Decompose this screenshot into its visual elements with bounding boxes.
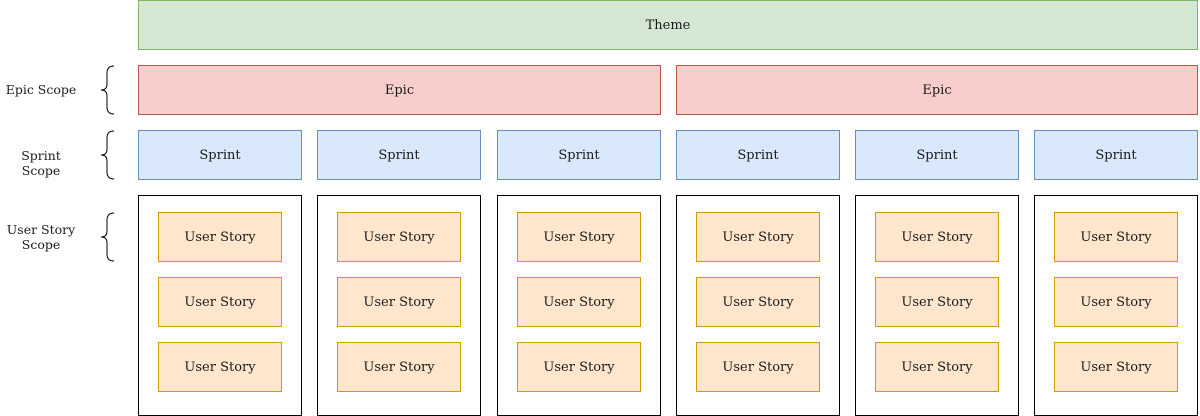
epic-scope-brace xyxy=(100,65,115,115)
user-story-box[interactable]: User Story xyxy=(517,277,641,327)
user-story-box[interactable]: User Story xyxy=(337,277,461,327)
sprint-scope-brace xyxy=(100,130,115,180)
user-story-box[interactable]: User Story xyxy=(875,342,999,392)
epic-label: Epic xyxy=(384,82,415,98)
sprint-box[interactable]: Sprint xyxy=(676,130,840,180)
user-story-label: User Story xyxy=(184,229,256,245)
user-story-label: User Story xyxy=(363,229,435,245)
user-story-box[interactable]: User Story xyxy=(1054,342,1178,392)
user-story-label: User Story xyxy=(543,229,615,245)
epic-scope-label: Epic Scope xyxy=(5,82,77,97)
user-story-label: User Story xyxy=(363,294,435,310)
user-story-box[interactable]: User Story xyxy=(696,277,820,327)
sprint-label: Sprint xyxy=(378,147,420,163)
user-story-label: User Story xyxy=(1080,294,1152,310)
theme-label: Theme xyxy=(645,17,691,33)
user-story-box[interactable]: User Story xyxy=(517,342,641,392)
user-story-label: User Story xyxy=(722,294,794,310)
user-story-label: User Story xyxy=(722,229,794,245)
sprint-label: Sprint xyxy=(1095,147,1137,163)
sprint-label: Sprint xyxy=(558,147,600,163)
sprint-box[interactable]: Sprint xyxy=(1034,130,1198,180)
epic-box[interactable]: Epic xyxy=(138,65,661,115)
user-story-box[interactable]: User Story xyxy=(696,342,820,392)
theme-box[interactable]: Theme xyxy=(138,0,1198,50)
user-story-label: User Story xyxy=(722,359,794,375)
user-story-label: User Story xyxy=(901,229,973,245)
sprint-label: Sprint xyxy=(737,147,779,163)
sprint-scope-label: Sprint Scope xyxy=(21,148,61,178)
user-story-label: User Story xyxy=(363,359,435,375)
epic-label: Epic xyxy=(922,82,952,98)
user-story-box[interactable]: User Story xyxy=(158,212,282,262)
user-story-box[interactable]: User Story xyxy=(337,212,461,262)
user-story-label: User Story xyxy=(543,359,615,375)
sprint-box[interactable]: Sprint xyxy=(138,130,302,180)
user-story-box[interactable]: User Story xyxy=(517,212,641,262)
user-story-box[interactable]: User Story xyxy=(337,342,461,392)
user-story-scope-label: User Story Scope xyxy=(6,222,76,252)
sprint-label: Sprint xyxy=(916,147,958,163)
user-story-box[interactable]: User Story xyxy=(1054,212,1178,262)
user-story-label: User Story xyxy=(543,294,615,310)
user-story-scope-brace xyxy=(100,212,115,262)
user-story-box[interactable]: User Story xyxy=(158,277,282,327)
user-story-box[interactable]: User Story xyxy=(875,277,999,327)
sprint-label: Sprint xyxy=(199,147,241,163)
user-story-label: User Story xyxy=(1080,229,1152,245)
epic-box[interactable]: Epic xyxy=(676,65,1198,115)
user-story-label: User Story xyxy=(901,359,973,375)
sprint-box[interactable]: Sprint xyxy=(317,130,481,180)
user-story-label: User Story xyxy=(1080,359,1152,375)
user-story-label: User Story xyxy=(184,359,256,375)
sprint-box[interactable]: Sprint xyxy=(497,130,661,180)
user-story-label: User Story xyxy=(184,294,256,310)
user-story-box[interactable]: User Story xyxy=(875,212,999,262)
sprint-box[interactable]: Sprint xyxy=(855,130,1019,180)
user-story-box[interactable]: User Story xyxy=(1054,277,1178,327)
user-story-box[interactable]: User Story xyxy=(696,212,820,262)
user-story-box[interactable]: User Story xyxy=(158,342,282,392)
user-story-label: User Story xyxy=(901,294,973,310)
